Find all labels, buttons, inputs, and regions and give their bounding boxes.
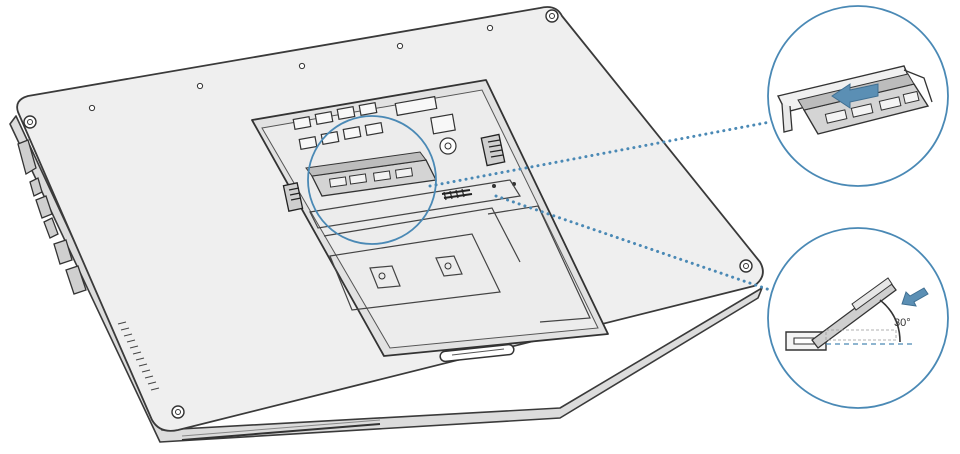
corner-screw — [739, 259, 753, 273]
corner-screw — [171, 405, 185, 419]
board-component — [439, 137, 457, 155]
logic-board-chips — [292, 95, 456, 151]
arrow-left-icon — [831, 83, 879, 109]
arrow-down-left-icon — [901, 287, 929, 307]
ram-ejector-left — [282, 182, 304, 212]
callout-insert-angle: 30° — [767, 227, 949, 409]
bay-partitions — [309, 179, 591, 323]
memory-bay — [251, 79, 609, 357]
side-ports — [17, 139, 87, 295]
corner-screw — [23, 115, 37, 129]
side-vent — [117, 321, 160, 391]
optical-slot — [181, 423, 381, 441]
corner-screw — [545, 9, 559, 23]
angle-label: 30° — [894, 317, 911, 329]
zoom-highlight-circle — [307, 115, 437, 245]
battery-latch — [439, 343, 515, 363]
callout-insert-module — [767, 5, 949, 187]
leader-lines — [428, 120, 772, 292]
back-screws — [88, 24, 494, 112]
ram-ejector-right — [480, 133, 506, 167]
